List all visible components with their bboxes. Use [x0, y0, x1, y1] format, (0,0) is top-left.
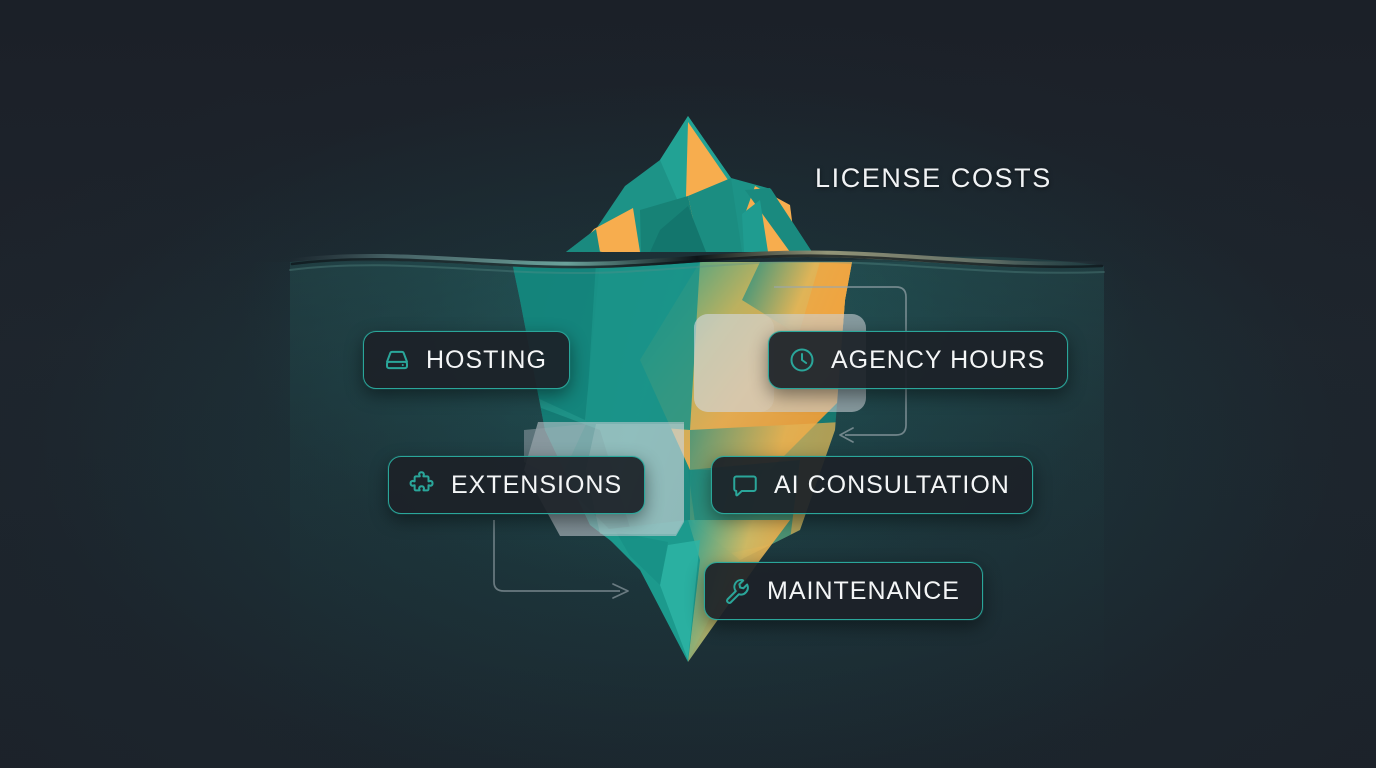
- wrench-icon: [723, 576, 753, 606]
- label-pill-maintenance[interactable]: MAINTENANCE: [704, 562, 983, 620]
- label-pill-extensions[interactable]: EXTENSIONS: [388, 456, 646, 514]
- puzzle-piece-icon: [407, 470, 437, 500]
- page-title: LICENSE COSTS: [815, 163, 1052, 193]
- iceberg-tip-above-water: [566, 116, 812, 252]
- speech-bubble-icon: [730, 470, 760, 500]
- pill-label: HOSTING: [426, 345, 547, 374]
- connector-extensions-loop: [493, 520, 629, 599]
- label-pill-ai-consultation[interactable]: AI CONSULTATION: [711, 456, 1033, 514]
- label-pill-agency-hours[interactable]: AGENCY HOURS: [768, 331, 1069, 389]
- pill-label: AI CONSULTATION: [774, 470, 1010, 499]
- waterline: [286, 250, 1108, 275]
- pill-label: AGENCY HOURS: [831, 345, 1046, 374]
- hard-drive-icon: [382, 345, 412, 375]
- pill-label: MAINTENANCE: [767, 576, 960, 605]
- pill-label: EXTENSIONS: [451, 470, 623, 499]
- label-pill-hosting[interactable]: HOSTING: [363, 331, 570, 389]
- clock-icon: [787, 345, 817, 375]
